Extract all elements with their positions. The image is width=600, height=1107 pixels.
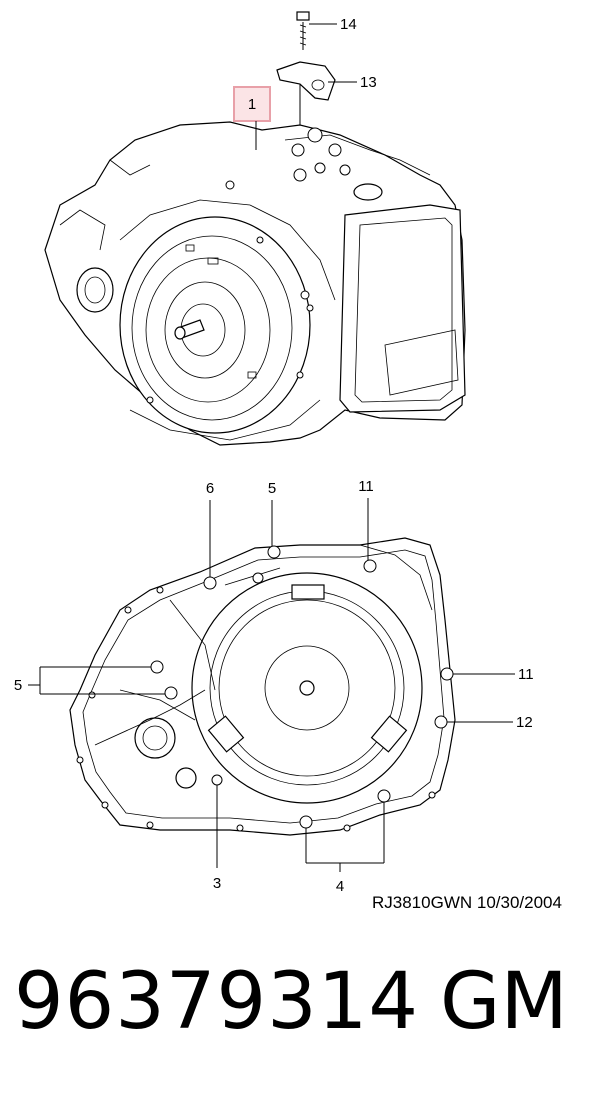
callout-5-left: 5 [14, 666, 165, 695]
callout-11-top: 11 [358, 478, 374, 560]
callout-5-top: 5 [268, 480, 276, 546]
drawing-reference-code: RJ3810GWN 10/30/2004 [372, 893, 562, 912]
transmission-parts-diagram: 1 13 14 [14, 11, 534, 895]
callout-6: 6 [206, 480, 214, 577]
callout-4-label: 4 [336, 878, 344, 895]
callout-11-right-label: 11 [518, 666, 534, 683]
callout-14-label: 14 [340, 16, 357, 33]
callout-6-label: 6 [206, 480, 214, 497]
callout-11-right: 11 [453, 666, 534, 683]
callout-1: 1 [233, 86, 271, 150]
transmission-assembly-illustration [44, 121, 466, 446]
callout-1-label: 1 [248, 96, 256, 113]
callout-14: 14 [309, 16, 357, 33]
callout-3-label: 3 [213, 875, 221, 892]
bracket-and-bolt-illustration [276, 11, 336, 125]
transmission-case-flange-illustration [69, 537, 456, 836]
callout-11-top-label: 11 [358, 478, 374, 495]
callout-4: 4 [305, 802, 385, 895]
callout-12: 12 [447, 714, 533, 731]
part-number: 96379314 [14, 957, 420, 1047]
callout-13-label: 13 [360, 74, 377, 91]
callout-13: 13 [328, 74, 377, 91]
callout-5-left-label: 5 [14, 677, 22, 694]
brand-name: GM [440, 957, 568, 1047]
callout-12-label: 12 [516, 714, 533, 731]
callout-3: 3 [213, 785, 221, 892]
callout-5-top-label: 5 [268, 480, 276, 497]
